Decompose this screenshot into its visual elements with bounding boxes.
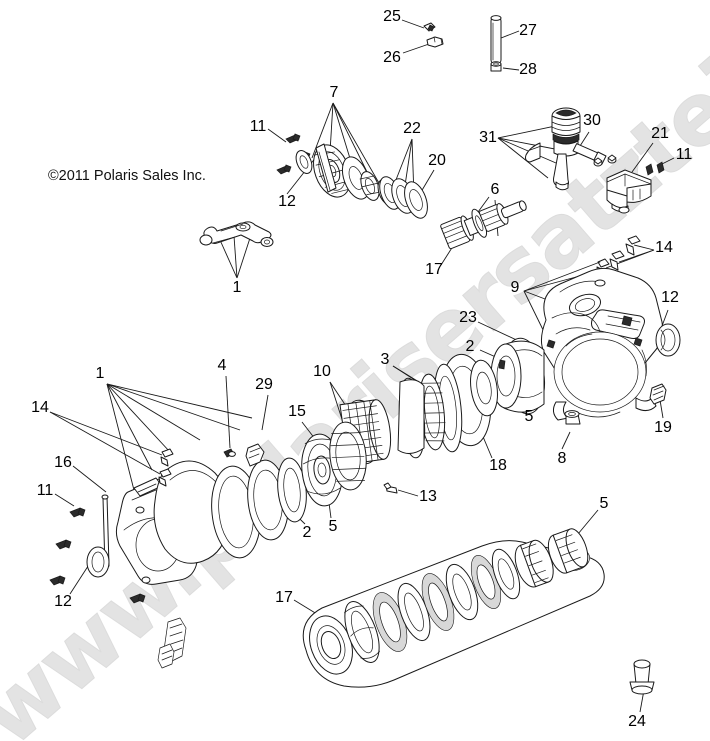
callout-number-7: 7 <box>329 84 339 101</box>
part-21-actuator <box>593 142 654 214</box>
callout-number-2: 2 <box>465 338 475 355</box>
part-1-bracket <box>199 221 274 279</box>
callout-number-22: 22 <box>403 120 421 137</box>
callout-number-23: 23 <box>459 309 477 326</box>
part-11-bolts-right <box>645 157 675 176</box>
callout-number-21: 21 <box>651 125 669 142</box>
part-25-fastener <box>401 19 436 32</box>
callout-number-31: 31 <box>479 129 497 146</box>
callout-number-14: 14 <box>31 399 49 416</box>
callout-number-25: 25 <box>383 8 401 25</box>
part-7-leader-lines <box>311 102 384 191</box>
part-5-leader-bottom <box>577 509 599 535</box>
part-14-leader-lines-left <box>49 411 163 475</box>
callout-number-4: 4 <box>217 357 227 374</box>
callout-number-27: 27 <box>519 22 537 39</box>
part-7-gear-stack <box>295 143 395 205</box>
copyright-notice: ©2011 Polaris Sales Inc. <box>48 168 206 184</box>
callout-number-12: 12 <box>661 289 679 306</box>
part-28-nut <box>490 61 520 72</box>
detail-part-unlabeled <box>157 617 187 669</box>
callout-number-5: 5 <box>599 495 609 512</box>
callout-number-12: 12 <box>54 593 72 610</box>
part-24-bolt <box>629 659 655 713</box>
callout-number-11: 11 <box>249 118 267 135</box>
callout-number-17: 17 <box>425 261 443 278</box>
callout-number-3: 3 <box>380 351 390 368</box>
main-housing-body <box>540 267 664 421</box>
callout-number-28: 28 <box>519 61 537 78</box>
callout-number-10: 10 <box>313 363 331 380</box>
part-8-plug <box>561 410 581 450</box>
part-19-plug <box>649 383 667 419</box>
callout-number-17: 17 <box>275 589 293 606</box>
part-22-20-washers <box>379 176 428 219</box>
part-6-17-pinion <box>440 196 527 266</box>
part-4-leader <box>225 375 231 449</box>
part-27-rod <box>490 15 520 65</box>
callout-number-12: 12 <box>278 193 296 210</box>
clutch-pack-center <box>397 337 545 459</box>
callout-number-18: 18 <box>489 457 507 474</box>
part-31-shift-assembly <box>525 107 581 191</box>
callout-number-19: 19 <box>654 419 672 436</box>
callout-number-2: 2 <box>302 524 312 541</box>
callout-number-13: 13 <box>419 488 437 505</box>
callout-number-20: 20 <box>428 152 446 169</box>
callout-number-30: 30 <box>583 112 601 129</box>
part-12-seal-right <box>655 309 681 357</box>
callout-number-11: 11 <box>36 482 54 499</box>
callout-number-5: 5 <box>328 518 338 535</box>
part-13-pin <box>383 482 419 497</box>
part-26-fastener <box>402 36 444 54</box>
callout-number-14: 14 <box>655 239 673 256</box>
part-16-leader <box>72 465 107 493</box>
callout-number-1: 1 <box>95 365 105 382</box>
callout-number-5: 5 <box>524 408 534 425</box>
callout-number-24: 24 <box>628 713 646 730</box>
callout-number-29: 29 <box>255 376 273 393</box>
callout-number-26: 26 <box>383 49 401 66</box>
callout-number-9: 9 <box>510 279 520 296</box>
callout-number-11: 11 <box>675 146 693 163</box>
left-cover-parts <box>49 421 367 604</box>
callout-number-1: 1 <box>232 279 242 296</box>
callout-number-6: 6 <box>490 181 500 198</box>
part-29-leader <box>261 394 269 431</box>
callout-number-16: 16 <box>54 454 72 471</box>
callout-number-15: 15 <box>288 403 306 420</box>
part-11-leader-left <box>54 493 75 507</box>
callout-number-8: 8 <box>557 450 567 467</box>
bottom-shaft-assembly <box>302 528 605 688</box>
